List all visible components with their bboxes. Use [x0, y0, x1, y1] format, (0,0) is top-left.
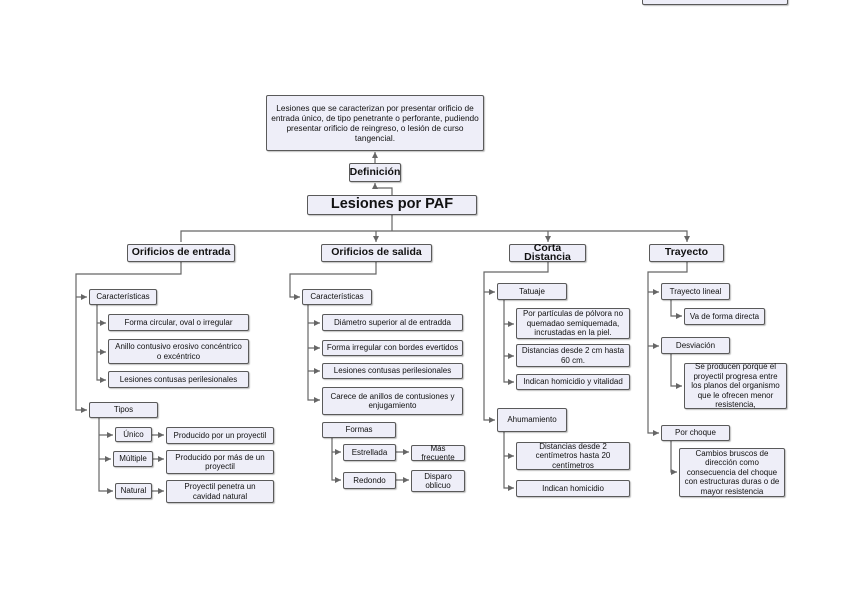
salida-item: Lesiones contusas perilesionales [322, 363, 463, 379]
forma-name: Estrellada [343, 444, 396, 461]
entrada-item: Lesiones contusas perilesionales [108, 371, 249, 388]
forma-desc: Más frecuente [411, 444, 465, 462]
root-node: Lesiones por PAF [307, 195, 477, 215]
tipo-desc: Producido por un proyectil [166, 427, 274, 444]
tipo-name: Natural [115, 483, 152, 499]
trayecto-desviacion: Desviación [661, 337, 730, 354]
trayecto-choque-desc: Cambios bruscos de dirección como consec… [679, 448, 785, 497]
salida-title: Orificios de salida [321, 244, 432, 262]
entrada-tipos: Tipos [89, 402, 158, 418]
tipo-desc: Producido por más de un proyectil [166, 450, 274, 474]
corta-ahumamiento: Ahumamiento [497, 408, 567, 432]
salida-item: Forma irregular con bordes evertidos [322, 340, 463, 356]
forma-desc: Disparo oblicuo [411, 470, 465, 492]
tipo-desc: Proyectil penetra un cavidad natural [166, 480, 274, 503]
definition-text: Lesiones que se caracterizan por present… [266, 95, 484, 151]
salida-formas: Formas [322, 422, 396, 438]
tatuaje-item: Indican homicidio y vitalidad [516, 374, 630, 390]
tatuaje-item: Por partículas de pólvora no quemadao se… [516, 308, 630, 339]
ahumamiento-item: Distancias desde 2 centímetros hasta 20 … [516, 442, 630, 470]
tatuaje-item: Distancias desde 2 cm hasta 60 cm. [516, 344, 630, 367]
tipo-name: Único [115, 427, 152, 442]
corta-tatuaje: Tatuaje [497, 283, 567, 300]
definition-label: Definición [349, 163, 401, 182]
trayecto-lineal-desc: Va de forma directa [684, 308, 765, 325]
clipped-node [642, 0, 788, 5]
forma-name: Redondo [343, 472, 396, 489]
tipo-name: Múltiple [113, 451, 153, 467]
ahumamiento-item: Indican homicidio [516, 480, 630, 497]
trayecto-desviacion-desc: Se producen porque el proyectil progresa… [684, 362, 787, 409]
trayecto-title: Trayecto [649, 244, 724, 262]
entrada-item: Forma circular, oval o irregular [108, 314, 249, 331]
salida-item: Carece de anillos de contusiones y enjug… [322, 387, 463, 415]
salida-item: Diámetro superior al de entradda [322, 314, 463, 331]
entrada-title: Orificios de entrada [127, 244, 235, 262]
trayecto-choque: Por choque [661, 425, 730, 441]
salida-caracteristicas: Características [302, 289, 372, 305]
entrada-item: Anillo contusivo erosivo concéntrico o e… [108, 339, 249, 364]
entrada-caracteristicas: Características [89, 289, 157, 305]
corta-title: Corta Distancia [509, 242, 586, 262]
trayecto-lineal: Trayecto lineal [661, 283, 730, 300]
